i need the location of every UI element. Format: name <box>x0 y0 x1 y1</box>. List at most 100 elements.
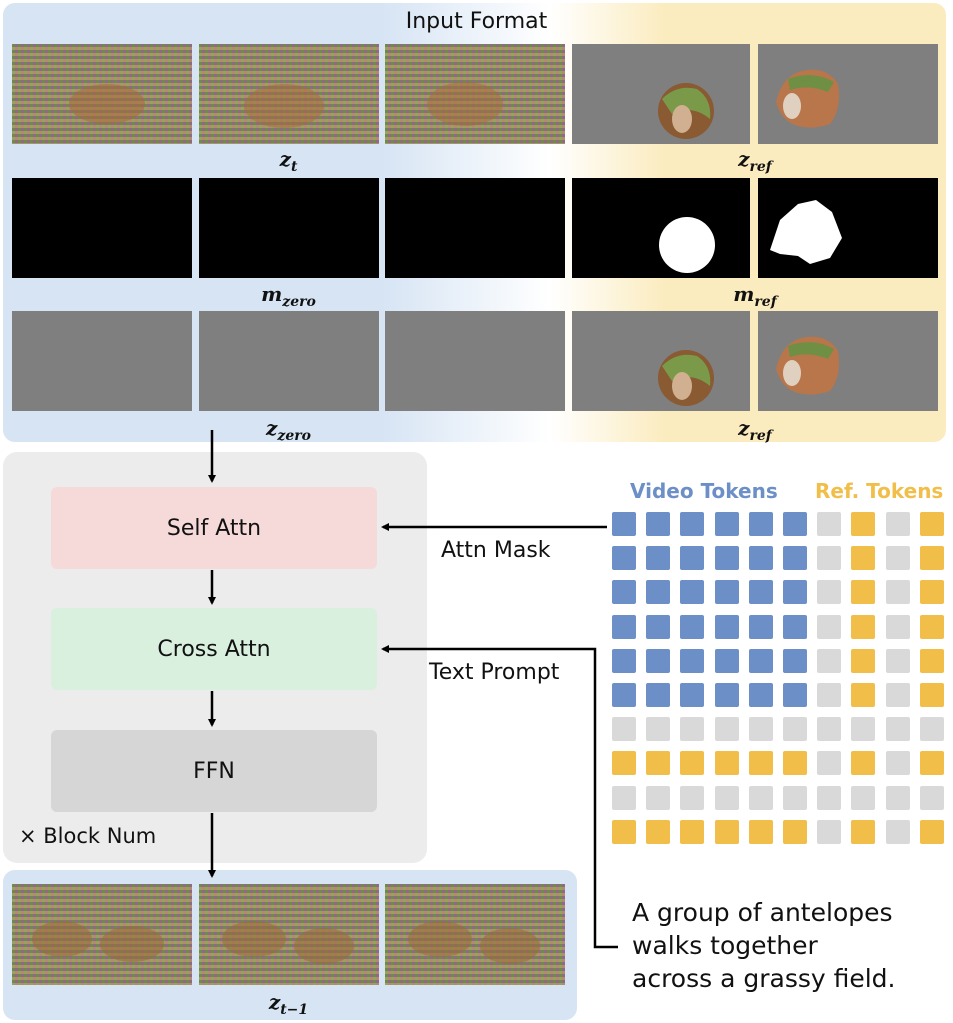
token-cell <box>885 819 910 844</box>
prompt-line-3: across a grassy field. <box>632 964 896 993</box>
token-cell <box>851 580 876 605</box>
token-cell <box>919 717 944 742</box>
token-cell <box>680 717 705 742</box>
token-cell <box>680 683 705 707</box>
ref-mask-frame-1 <box>572 178 750 278</box>
label-m-zero: mzero <box>261 282 316 310</box>
token-cell <box>851 683 876 707</box>
token-cell <box>714 614 739 639</box>
output-frame-3 <box>385 884 565 985</box>
ref-frame-3 <box>572 311 750 411</box>
token-cell <box>612 717 636 742</box>
ref-mask-frame-2 <box>758 178 938 278</box>
output-frame-1 <box>12 884 192 985</box>
token-cell <box>919 648 944 673</box>
noisy-frame-2 <box>199 44 379 144</box>
token-cell <box>748 717 773 742</box>
token-cell <box>851 717 876 742</box>
token-cell <box>646 819 671 844</box>
token-cell <box>783 785 807 810</box>
token-cell <box>817 648 842 673</box>
text-prompt-label: Text Prompt <box>429 660 560 685</box>
token-cell <box>851 512 876 536</box>
input-format-title: Input Format <box>405 9 548 34</box>
ffn-block: FFN <box>51 730 377 812</box>
token-cell <box>680 580 705 605</box>
token-cell <box>646 785 671 810</box>
token-cell <box>919 614 944 639</box>
token-cell <box>885 512 910 536</box>
token-cell <box>851 785 876 810</box>
video-tokens-label: Video Tokens <box>630 479 778 503</box>
token-cell <box>783 648 807 673</box>
token-cell <box>612 580 636 605</box>
token-cell <box>748 512 773 536</box>
token-cell <box>919 580 944 605</box>
token-cell <box>748 580 773 605</box>
token-cell <box>783 512 807 536</box>
token-cell <box>817 580 842 605</box>
self-attn-block: Self Attn <box>51 487 377 569</box>
token-cell <box>885 751 910 776</box>
token-cell <box>646 546 671 571</box>
token-cell <box>612 614 636 639</box>
token-cell <box>919 819 944 844</box>
arrow-text-prompt <box>381 645 618 949</box>
token-cell <box>885 648 910 673</box>
token-cell <box>919 785 944 810</box>
token-cell <box>885 580 910 605</box>
token-cell <box>646 751 671 776</box>
token-cell <box>885 683 910 707</box>
block-num-label: × Block Num <box>19 824 157 848</box>
token-cell <box>783 580 807 605</box>
zero-mask-frame-2 <box>199 178 379 278</box>
zero-latent-frame-1 <box>12 311 192 411</box>
token-cell <box>851 546 876 571</box>
token-cell <box>783 546 807 571</box>
token-cell <box>680 648 705 673</box>
token-cell <box>680 751 705 776</box>
token-cell <box>714 512 739 536</box>
label-z-ref-2: zref <box>738 416 772 444</box>
prompt-line-1: A group of antelopes <box>632 898 893 927</box>
ref-frame-1 <box>572 44 750 144</box>
token-cell <box>851 614 876 639</box>
token-cell <box>783 751 807 776</box>
token-cell <box>714 580 739 605</box>
label-z-zero: zzero <box>266 416 311 444</box>
zero-latent-frame-2 <box>199 311 379 411</box>
token-cell <box>851 751 876 776</box>
ref-frame-2 <box>758 44 938 144</box>
token-cell <box>714 546 739 571</box>
cross-attn-block: Cross Attn <box>51 608 377 690</box>
label-z-ref-1: zref <box>738 147 772 175</box>
token-cell <box>612 546 636 571</box>
token-cell <box>646 614 671 639</box>
token-cell <box>817 785 842 810</box>
token-cell <box>748 819 773 844</box>
token-cell <box>885 546 910 571</box>
token-cell <box>748 614 773 639</box>
token-cell <box>851 648 876 673</box>
token-cell <box>817 546 842 571</box>
token-cell <box>646 683 671 707</box>
zero-latent-frame-3 <box>385 311 565 411</box>
token-cell <box>817 717 842 742</box>
noisy-frame-3 <box>385 44 565 144</box>
token-cell <box>680 785 705 810</box>
token-cell <box>783 614 807 639</box>
token-cell <box>817 614 842 639</box>
token-cell <box>748 785 773 810</box>
zero-mask-frame-1 <box>12 178 192 278</box>
zero-mask-frame-3 <box>385 178 565 278</box>
token-cell <box>680 819 705 844</box>
token-cell <box>817 683 842 707</box>
text-prompt-content: A group of antelopes walks together acro… <box>632 896 896 995</box>
token-cell <box>885 717 910 742</box>
token-cell <box>612 648 636 673</box>
token-cell <box>612 819 636 844</box>
token-cell <box>680 614 705 639</box>
token-cell <box>817 819 842 844</box>
token-cell <box>817 751 842 776</box>
